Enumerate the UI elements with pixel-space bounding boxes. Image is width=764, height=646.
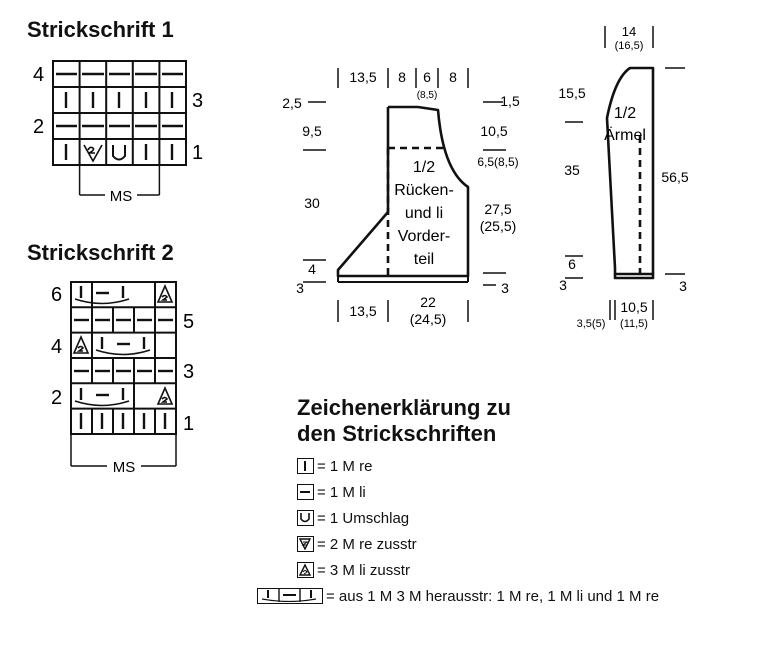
sleeve-dim-bottom-3: (11,5) [620,318,648,330]
chart1-row-1: 1 [192,142,203,164]
sleeve-label-line-2: Ärmel [604,126,646,144]
legend: Zeichenerklärung zu den Strickschriften … [257,395,747,615]
legend-item-knit: = 1 M re [297,455,372,477]
body-dim-right-2: 10,5 [480,123,507,139]
sleeve-dim-left-3: 6 [568,256,576,272]
knit-icon [297,458,314,474]
legend-title-line-2: den Strickschriften [297,421,497,446]
p3tog-icon [297,562,314,578]
chart1-row-3: 3 [192,90,203,112]
chart1-ms-label: MS [110,188,133,205]
purl-icon [297,484,314,500]
chart2-title: Strickschrift 2 [27,240,174,265]
legend-item-yarn-over-text: = 1 Umschlag [317,509,410,527]
chart2-row-4: 4 [51,336,62,358]
body-dim-left-3: 30 [304,195,320,211]
body-dim-top-3: 6 [423,69,431,85]
yarn-over-icon [297,510,314,526]
body-dim-right-6: 3 [501,280,509,296]
sleeve-schematic: 1/2 Ärmel 14 (16,5) 15,5 35 6 3 56,5 3 3… [558,24,688,330]
body-label-line-2: Rücken- [394,182,454,199]
body-dim-top-1: 13,5 [349,69,376,85]
legend-item-k2tog-text: = 2 M re zusstr [317,535,417,553]
body-dim-top-4: (8,5) [417,90,438,101]
sleeve-dim-left-4: 3 [559,277,567,293]
sleeve-dim-top-2: (16,5) [615,40,644,52]
chart1-row-2: 2 [33,116,44,138]
sleeve-dim-bottom-2: 10,5 [620,299,647,315]
body-dim-bottom-2: 22 [420,294,436,310]
body-dim-left-4: 4 [308,261,316,277]
sleeve-dim-left-2: 35 [564,162,580,178]
chart2-row-1: 1 [183,413,194,435]
chart2-row-2: 2 [51,387,62,409]
body-dim-left-5: 3 [296,280,304,296]
legend-item-purl: = 1 M li [297,481,366,503]
sleeve-dim-left-1: 15,5 [558,85,585,101]
body-dim-top-2: 8 [398,69,406,85]
body-label-line-3: und li [405,205,443,222]
sleeve-dim-top-1: 14 [622,24,636,39]
legend-item-yarn-over: = 1 Umschlag [297,507,409,529]
chart2-ms-label: MS [113,459,136,476]
k2tog-icon [297,536,314,552]
body-dim-right-5: (25,5) [480,218,517,234]
knitting-chart-2: MS 6 5 4 3 2 1 [51,281,194,476]
legend-item-increase: = aus 1 M 3 M herausstr: 1 M re, 1 M li … [257,585,659,607]
chart2-row-3: 3 [183,361,194,383]
legend-item-knit-text: = 1 M re [317,457,373,475]
body-dim-left-1: 2,5 [282,95,302,111]
body-label-line-5: teil [414,251,434,268]
chart2-row-5: 5 [183,311,194,333]
legend-item-p3tog-text: = 3 M li zusstr [317,561,410,579]
legend-item-p3tog: = 3 M li zusstr [297,559,410,581]
body-dim-right-4: 27,5 [484,201,511,217]
body-dim-top-5: 8 [449,69,457,85]
body-dim-left-2: 9,5 [302,123,322,139]
legend-item-k2tog: = 2 M re zusstr [297,533,417,555]
increase-3-from-1-icon [257,588,323,604]
chart2-row-6: 6 [51,284,62,306]
legend-item-purl-text: = 1 M li [317,483,366,501]
chart1-title: Strickschrift 1 [27,17,174,42]
legend-item-increase-text: = aus 1 M 3 M herausstr: 1 M re, 1 M li … [326,587,660,605]
body-dim-right-1: 1,5 [500,93,520,109]
body-dim-bottom-3: (24,5) [410,311,447,327]
body-dim-right-3: 6,5(8,5) [477,155,518,169]
body-label-line-4: Vorder- [398,228,450,245]
sleeve-dim-bottom-1: 3,5(5) [577,318,606,330]
body-label-line-1: 1/2 [413,159,435,176]
chart1-row-4: 4 [33,64,44,86]
sleeve-dim-right-2: 3 [679,278,687,294]
body-schematic: 1/2 Rücken- und li Vorder- teil 13,5 8 6… [282,68,520,327]
body-dim-bottom-1: 13,5 [349,303,376,319]
sleeve-dim-right-1: 56,5 [661,169,688,185]
sleeve-label-line-1: 1/2 [614,105,636,122]
legend-title-line-1: Zeichenerklärung zu [297,395,511,420]
knitting-chart-1: MS 4 3 2 1 [33,60,203,205]
